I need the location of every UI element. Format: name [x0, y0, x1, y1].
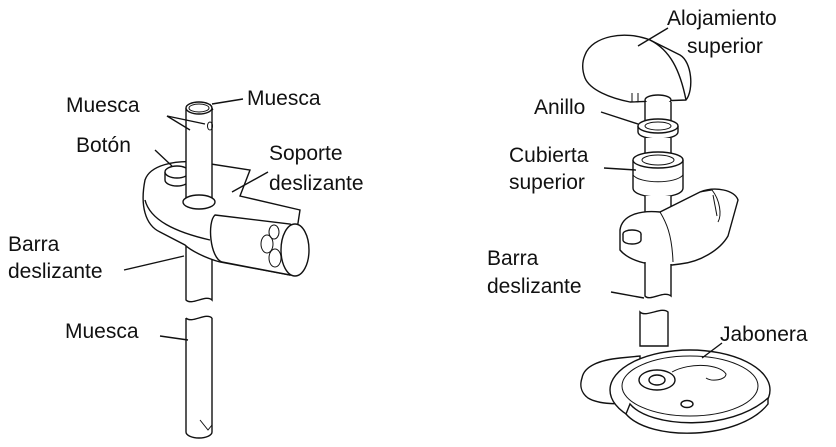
- label-anillo: Anillo: [534, 96, 585, 119]
- sliding-support: [142, 160, 310, 277]
- label-jabonera: Jabonera: [720, 323, 808, 346]
- slide-bar-upper: [182, 101, 216, 210]
- label-barra-left-line2: deslizante: [8, 260, 103, 283]
- label-soporte-line2: deslizante: [269, 172, 364, 195]
- label-soporte-line1: Soporte: [269, 142, 343, 165]
- left-leader-lines: [123, 98, 269, 341]
- top-cover: [632, 151, 684, 198]
- right-assembly: Alojamiento superior Anillo Cubierta sup…: [487, 7, 808, 434]
- label-muesca-top-left: Muesca: [66, 94, 140, 117]
- label-cubierta-line2: superior: [509, 171, 585, 194]
- ring: [637, 118, 679, 140]
- label-alojamiento-line1: Alojamiento: [667, 7, 777, 30]
- label-muesca-bottom: Muesca: [65, 320, 139, 343]
- label-barra-right-line1: Barra: [487, 247, 539, 270]
- label-alojamiento-line2: superior: [687, 35, 763, 58]
- left-assembly: Muesca Muesca Botón Soporte deslizante B…: [8, 87, 364, 439]
- soap-dish: [580, 349, 771, 434]
- sliding-support-right: [619, 188, 739, 266]
- slide-bar-right: [639, 262, 672, 347]
- slide-bar-lower: [185, 315, 213, 439]
- label-barra-left-line1: Barra: [8, 233, 60, 256]
- label-barra-right-line2: deslizante: [487, 275, 582, 298]
- label-boton: Botón: [76, 134, 131, 157]
- right-leader-lines: [600, 27, 723, 359]
- label-cubierta-line1: Cubierta: [509, 144, 589, 167]
- label-muesca-top-right: Muesca: [247, 87, 321, 110]
- upper-housing: [582, 34, 692, 106]
